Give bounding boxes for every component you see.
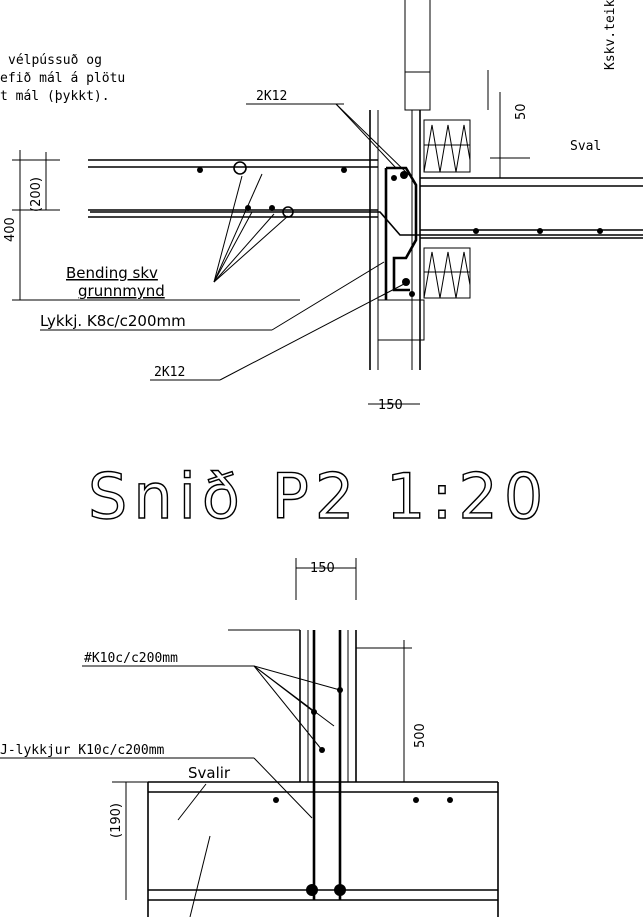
dim-200: (200) <box>29 177 44 212</box>
leader-lines-top <box>40 103 411 381</box>
dim-500: 500 <box>413 723 428 748</box>
bottom-detail: 150 500 <box>0 558 499 917</box>
insulation-hatch-bottom <box>423 247 471 299</box>
label-lykkj: Lykkj. K8c/c200mm <box>40 312 186 330</box>
top-detail: vélpússuð og efið mál á plötu t mál (þyk… <box>0 0 643 413</box>
insulation-hatch-top <box>423 119 471 173</box>
dim-190: (190) <box>109 803 124 838</box>
dim-150-bottom: 150 <box>310 561 335 576</box>
bar-marker-circle <box>233 161 247 175</box>
section-title: Snið P2 1:20 <box>88 460 549 533</box>
leader-lines-bottom <box>0 665 341 917</box>
bent-bar <box>90 211 643 236</box>
note-line-3: t mál (þykkt). <box>0 89 110 104</box>
label-lykkjur: J-lykkjur K10c/c200mm <box>0 743 165 758</box>
label-svalir: Svalir <box>188 764 231 782</box>
label-sval: Sval <box>570 139 601 154</box>
dim-400: 400 <box>3 217 18 242</box>
window-frame-top <box>404 71 431 111</box>
bar-marker-circle-2 <box>282 206 294 218</box>
label-skv-teikn: Kskv.teikn.ar <box>603 0 618 70</box>
label-k10: #K10c/c200mm <box>84 651 178 666</box>
label-bending-2: grunnmynd <box>78 282 165 300</box>
note-line-2: efið mál á plötu <box>0 71 125 86</box>
window-frame-bottom <box>377 299 425 341</box>
rebar-loop <box>386 166 418 292</box>
label-2k12-bottom: 2K12 <box>154 365 185 380</box>
label-2k12-top: 2K12 <box>256 89 287 104</box>
label-bending-1: Bending skv <box>66 264 158 282</box>
dim-150-top: 150 <box>378 398 403 413</box>
dim-50: 50 <box>514 103 529 120</box>
note-line-1: vélpússuð og <box>8 53 102 68</box>
